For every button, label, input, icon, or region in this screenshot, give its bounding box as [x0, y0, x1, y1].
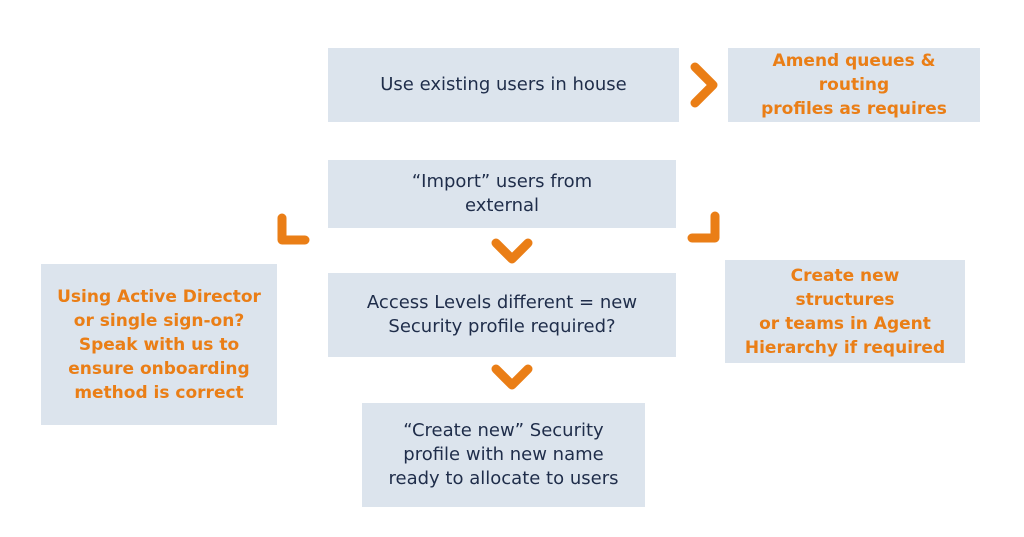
node-active-directory: Using Active Director or single sign-on?…	[41, 264, 277, 425]
node-label: “Import” users from external	[411, 171, 593, 216]
corner-left-icon	[277, 213, 310, 245]
node-label: “Create new” Security profile with new n…	[388, 420, 619, 489]
chevron-right-icon	[690, 62, 718, 108]
node-label: Use existing users in house	[380, 74, 627, 95]
node-use-existing-users: Use existing users in house	[328, 48, 679, 122]
node-label: Using Active Director or single sign-on?…	[57, 286, 261, 403]
chevron-down-icon	[491, 238, 533, 264]
node-access-levels: Access Levels different = new Security p…	[328, 273, 676, 357]
node-create-structures: Create new structures or teams in Agent …	[725, 260, 965, 363]
node-amend-queues: Amend queues & routing profiles as requi…	[728, 48, 980, 122]
corner-right-icon	[687, 211, 720, 243]
chevron-down-icon	[491, 364, 533, 390]
node-label: Create new structures or teams in Agent …	[744, 265, 946, 358]
node-label: Access Levels different = new Security p…	[366, 292, 638, 337]
node-create-security-profile: “Create new” Security profile with new n…	[362, 403, 645, 507]
node-label: Amend queues & routing profiles as requi…	[761, 51, 947, 119]
node-import-users: “Import” users from external	[328, 160, 676, 228]
